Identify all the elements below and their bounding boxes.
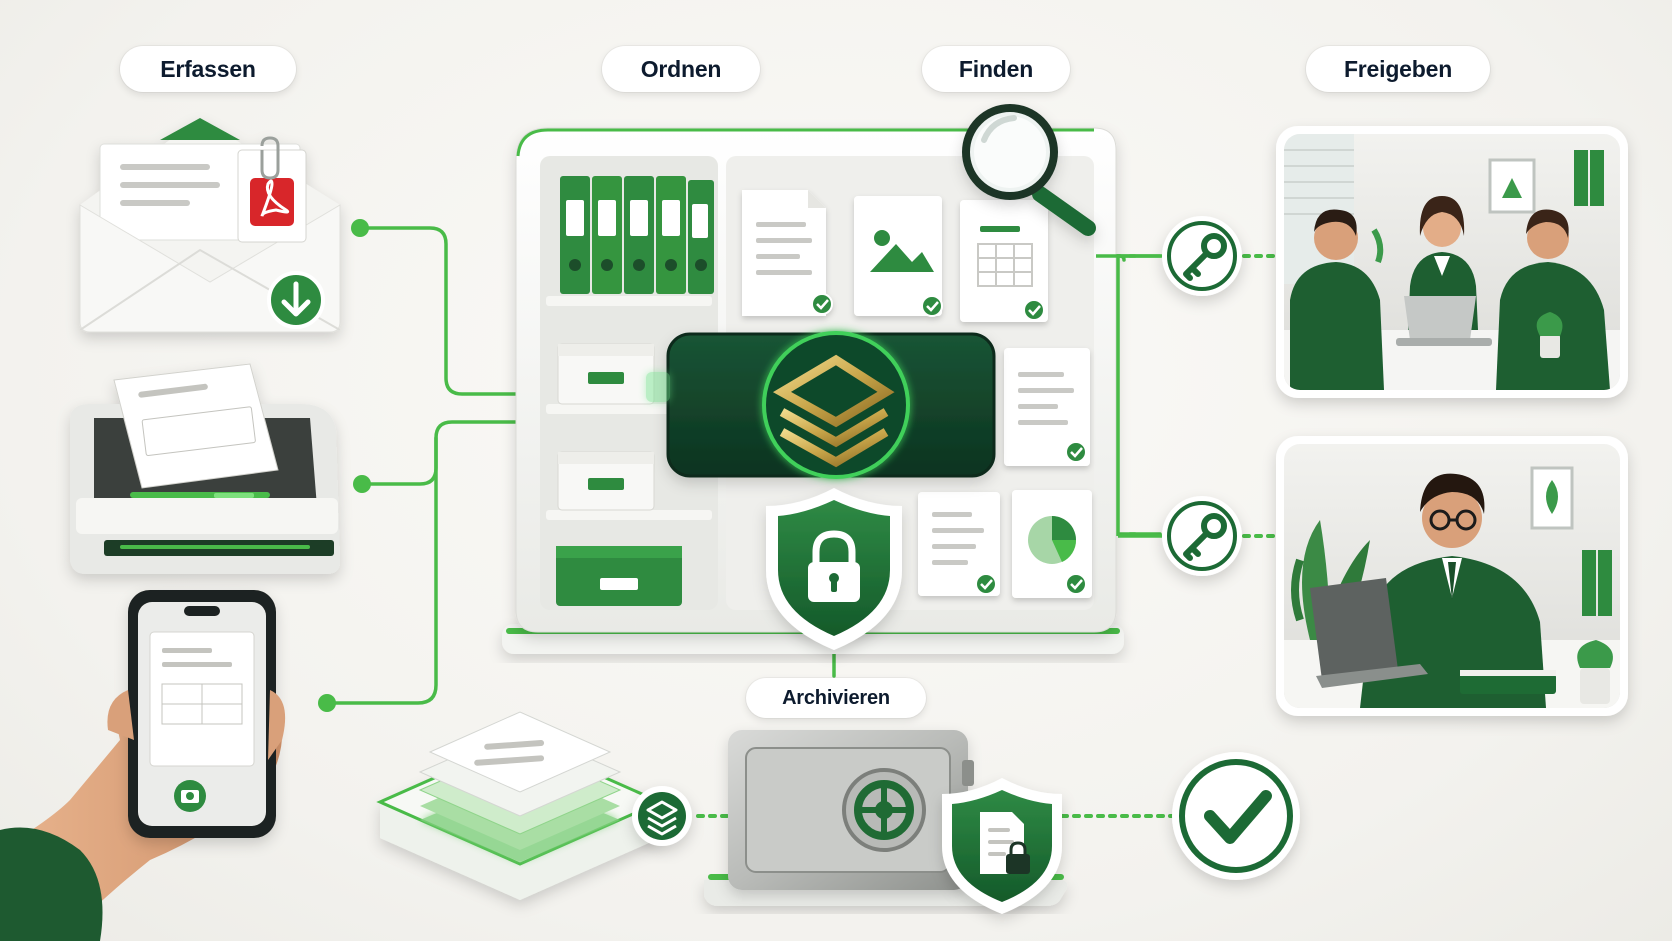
document-icon [742,190,833,316]
layers-logo-panel [646,331,996,479]
shield-lock-icon [766,488,902,650]
label-share: Freigeben [1306,46,1490,92]
photo-man-laptop [1276,436,1628,716]
storage-boxes [556,343,682,606]
document-icon [918,492,1000,596]
chart-icon [1012,490,1092,598]
label-find: Finden [922,46,1070,92]
table-icon [960,200,1048,322]
document-shield-icon [942,778,1062,914]
label-organize: Ordnen [602,46,760,92]
dotted-lines [696,254,1278,818]
key-icon [1162,496,1242,576]
share-connector [1096,254,1162,538]
image-icon [854,196,943,317]
phone-camera-icon [0,590,286,941]
binders-icon [560,176,714,294]
label-capture: Erfassen [120,46,296,92]
key-icon [1162,216,1242,296]
layers-icon [376,711,664,900]
label-archive: Archivieren [746,678,926,718]
email-pdf-icon [79,118,341,333]
document-icon [1004,348,1090,466]
layers-logo-icon [772,354,895,468]
check-circle-icon [1172,752,1300,880]
magnifier-icon [962,104,1096,236]
layers-badge-icon [632,786,692,846]
photo-team-meeting [1276,126,1628,398]
scanner-icon [70,363,340,574]
